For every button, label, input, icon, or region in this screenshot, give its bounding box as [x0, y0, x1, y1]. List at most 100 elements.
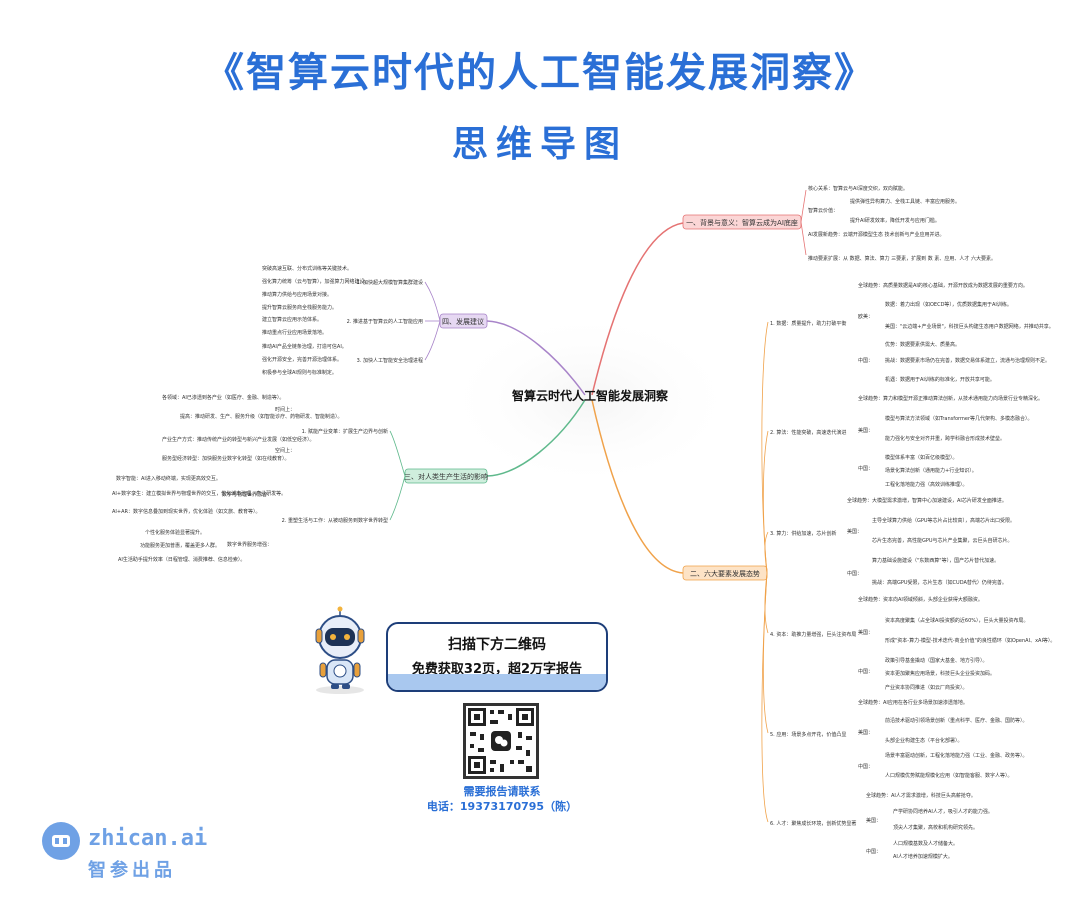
branch3-label: 三、对人类生产生活的影响 — [404, 472, 488, 481]
b2-item: 人口规模基数及人才储备大。 — [893, 840, 958, 847]
connector-b4-1 — [424, 281, 441, 322]
connector-b3-2 — [389, 475, 406, 521]
b3-item: 数字智能：AI进入移动终端，实现更高效交互。 — [116, 475, 221, 482]
qr-code-graphic — [468, 708, 534, 774]
b2-item: 美国： — [866, 817, 881, 824]
b2-item: 机遇：数据用于AI训练的标准化，开放共享可能。 — [885, 376, 995, 383]
b2-sub: 6. 人才：聚焦成长环境，创新优势显著 — [770, 820, 856, 827]
b2-item: 芯片生态完善，高性能GPU与芯片产业集聚，云巨头自研芯片。 — [872, 537, 1013, 544]
b2-item: 数据：着力出现（如OECD等），优质数据集用于AI训练。 — [885, 301, 1012, 308]
b2-item: 场景化算法创新（通用能力+行业知识）。 — [885, 467, 977, 474]
branch1-label: 一、背景与意义：智算云成为AI底座 — [686, 218, 798, 227]
b2-item: 资本更加聚焦应用场景，科技巨头企业投资加码。 — [885, 670, 995, 677]
b4-item: 建立智算云应用示范体系。 — [262, 316, 322, 323]
b2-sub: 4. 资本：助推力量增强，巨头注资布局 — [770, 631, 856, 638]
b2-item: 美国："云边端+产业场景"，科技巨头构建生态用户数据网络，并推动共享。 — [885, 323, 1054, 330]
connector-b2-data — [761, 321, 769, 574]
b2-sub: 3. 算力：供给加速，芯片创新 — [770, 530, 836, 537]
b2-item: 中国： — [858, 465, 873, 472]
b2-item: 场景丰富驱动创新，工程化落地能力强（工业、金融、政务等）。 — [885, 752, 1028, 759]
b2-item: 政策引导基金撬动（国家大基金、地方引导）。 — [885, 657, 988, 664]
branch4-label: 四、发展建议 — [442, 317, 484, 326]
connector-branch4 — [486, 320, 586, 396]
b3-item: 时间上： — [275, 406, 295, 413]
b3-sub: 2. 重塑生活与工作：从被动服务到数字世界转型 — [282, 517, 388, 524]
b2-item: AI人才培养加速规模扩大。 — [893, 853, 953, 860]
b2-item: 全球趋势：AI应用在各行业多场景加速渗透落地。 — [858, 699, 968, 706]
b3-item: AI+AR：数字信息叠加到现实世界，优化体验（如文旅、教育等）。 — [112, 508, 260, 515]
b2-item: 中国： — [847, 570, 862, 577]
b3-item: AI+数字孪生：建立模拟世界与物理世界的交互，优化城市治理、产业研发等。 — [112, 490, 286, 497]
connector-b2-talent — [761, 572, 769, 823]
qr-code-icon[interactable] — [463, 703, 539, 779]
connector-branch3 — [486, 399, 586, 477]
brand-logo-graphic — [52, 835, 70, 847]
b4-item: 推动算力供给与应用场景对接。 — [262, 291, 332, 298]
branch1-item: 提供弹性异构算力、全栈工具链、丰富应用服务。 — [850, 198, 960, 205]
center-node: 智算云时代人工智能发展洞察 — [511, 388, 669, 403]
b3-item: 产业生产方式：推动传统产业的转型与新兴产业发展（如低空经济）。 — [162, 436, 315, 443]
robot-mascot-icon — [315, 606, 365, 694]
b3-item: 数字世界服务增强： — [227, 541, 272, 548]
promo-line1: 扫描下方二维码 — [448, 637, 546, 653]
connector-b2-compute — [764, 531, 769, 574]
page-title: 《智算云时代的人工智能发展洞察》 — [204, 50, 876, 96]
b3-item: 提高：推动研发、生产、服务升级（如智能诊疗、药物研发、智能制造）。 — [180, 413, 343, 420]
b4-item: 推动重点行业应用场景落地。 — [262, 329, 327, 336]
b2-item: 模型与算法方法领域（如Transformer等几代架构、多模态融合）。 — [885, 415, 1033, 422]
b2-item: 全球趋势：大模型需求激增，智算中心加速建设，AI芯片研发全面推进。 — [847, 497, 1007, 504]
branch2-label: 二、六大要素发展态势 — [690, 569, 760, 578]
b4-sub: 2. 推进基于智算云的人工智能应用 — [347, 318, 423, 325]
b4-item: 提升智算云服务商全栈服务能力。 — [262, 304, 337, 311]
b3-item: 数字与物理世界融合： — [222, 491, 272, 498]
branch1-fan — [800, 189, 807, 256]
connector-branch2 — [591, 399, 684, 574]
promo-line2: 免费获取32页，超2万字报告 — [411, 662, 583, 677]
b2-item: 全球趋势：高质量数据是AI的核心基础，开源开放成为数据发展的重要方向。 — [858, 282, 1028, 289]
brand-logo-icon — [42, 822, 80, 860]
page-subtitle: 思维导图 — [451, 124, 628, 165]
b2-item: 前沿技术驱动引领场景创新（重点科学、医疗、金融、国防等）。 — [885, 717, 1028, 724]
b3-item: 功能服务更加普惠，覆盖更多人群。 — [140, 542, 220, 549]
b2-item: 美国： — [847, 528, 862, 535]
b4-item: 积极参与全球AI规则与标准制定。 — [262, 369, 337, 376]
b3-item: 个性化服务体验显著提升。 — [145, 529, 205, 536]
b3-sub: 1. 赋能产业变革：扩展生产边界与创新 — [302, 428, 388, 435]
connector-b4-3 — [424, 320, 441, 361]
b2-item: 中国： — [858, 668, 873, 675]
b2-item: 顶尖人才集聚，高校和机构研究领先。 — [893, 824, 978, 831]
b4-sub: 1. 加快超大规模智算集群建设 — [357, 279, 423, 286]
branch1-item: AI发展新趋势：云端开源模型生态 技术创新与产业应用并进。 — [808, 231, 945, 238]
b2-sub: 1. 数据：质量提升，助力打破平衡 — [770, 320, 846, 327]
b3-item: 空间上： — [275, 447, 295, 454]
b2-item: 全球趋势：算力和模型开源正推动算法创新，从技术通用能力向场景行业专精深化。 — [858, 395, 1043, 402]
brand-tagline: 智参出品 — [88, 860, 176, 881]
promo-bubble: 扫描下方二维码 免费获取32页，超2万字报告 — [386, 622, 608, 692]
b2-item: 工程化落地能力强（高效训练推理）。 — [885, 481, 968, 488]
branch1-item: 核心关系：智算云与AI深度交织，双向赋能。 — [808, 185, 908, 192]
brand-name: zhican.ai — [88, 826, 208, 851]
b4-item: 推动AI产品全链条治理，打造可信AI。 — [262, 343, 347, 350]
branch4-items: 1. 加快超大规模智算集群建设 突破高速互联、分布式训练等关键技术。 强化算力统… — [262, 265, 423, 376]
b2-item: 人口规模优势赋能规模化应用（如智能客服、数字人等）。 — [885, 772, 1013, 779]
b2-item: 全球趋势：资本向AI领域倾斜，头部企业获得大额融资。 — [858, 596, 983, 603]
b2-item: 产学研协同培养AI人才，吸引人才的能力强。 — [893, 808, 993, 815]
b3-item: 各领域：AI已渗透到各产业（如医疗、金融、制造等）。 — [162, 394, 284, 401]
b4-item: 强化算力统筹（云与智算），加强算力网络建设。 — [262, 278, 370, 285]
b2-item: 美国： — [858, 427, 873, 434]
b2-item: 模型体系丰富（如百亿级模型）。 — [885, 454, 958, 461]
b2-sub: 2. 算法：性能突破，高速迭代演进 — [770, 429, 846, 436]
contact-line1: 需要报告请联系 — [463, 785, 541, 798]
b4-item: 强化开源安全，完善开源治理体系。 — [262, 356, 342, 363]
promo-band — [388, 674, 606, 690]
contact-phone: 电话：19373170795（陈） — [426, 800, 578, 813]
b2-item: 形成"资本-算力-模型-技术迭代-商业价值"的良性循环（如OpenAI、xAI等… — [885, 637, 1055, 644]
connector-b3-1 — [389, 430, 406, 477]
b2-item: 挑战：高端GPU受限，芯片生态（如CUDA替代）仍待完善。 — [872, 579, 1007, 586]
connector-b2-algo — [762, 430, 769, 574]
branch1-item: 提升AI研发效率，降低开发与应用门槛。 — [850, 217, 940, 224]
b2-item: 头部企业构建生态（平台化部署）。 — [885, 737, 963, 744]
b2-item: 主导全球算力供给（GPU等芯片占比较高），高端芯片出口受限。 — [872, 517, 1015, 524]
b2-item: 全球趋势：AI人才需求激增，科技巨头高薪抢夺。 — [866, 792, 976, 799]
